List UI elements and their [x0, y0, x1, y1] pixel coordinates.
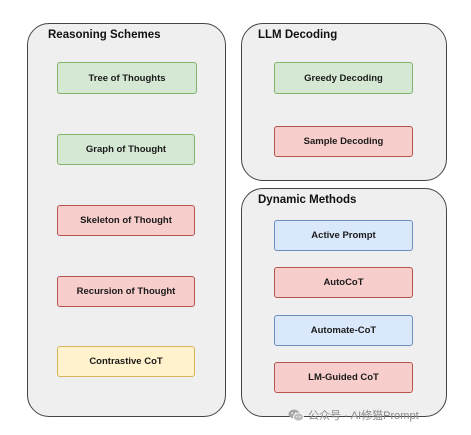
skeleton-of-thought-box: Skeleton of Thought	[57, 205, 195, 236]
contrastive-cot-box: Contrastive CoT	[57, 346, 195, 377]
llm-decoding-title: LLM Decoding	[258, 29, 338, 41]
dynamic-methods-title: Dynamic Methods	[258, 194, 357, 206]
sample-decoding-box: Sample Decoding	[274, 126, 413, 157]
wechat-icon	[288, 409, 304, 421]
watermark: 公众号 · AI修猫Prompt	[288, 407, 419, 423]
tree-of-thoughts-box: Tree of Thoughts	[57, 62, 197, 94]
graph-of-thought-box: Graph of Thought	[57, 134, 195, 165]
reasoning-schemes-title: Reasoning Schemes	[48, 29, 161, 41]
watermark-text: 公众号 · AI修猫Prompt	[308, 410, 419, 422]
automate-cot-box: Automate-CoT	[274, 315, 413, 346]
active-prompt-box: Active Prompt	[274, 220, 413, 251]
autocot-box: AutoCoT	[274, 267, 413, 298]
recursion-of-thought-box: Recursion of Thought	[57, 276, 195, 307]
llm-decoding-group: LLM Decoding	[241, 23, 447, 181]
lm-guided-cot-box: LM-Guided CoT	[274, 362, 413, 393]
greedy-decoding-box: Greedy Decoding	[274, 62, 413, 94]
